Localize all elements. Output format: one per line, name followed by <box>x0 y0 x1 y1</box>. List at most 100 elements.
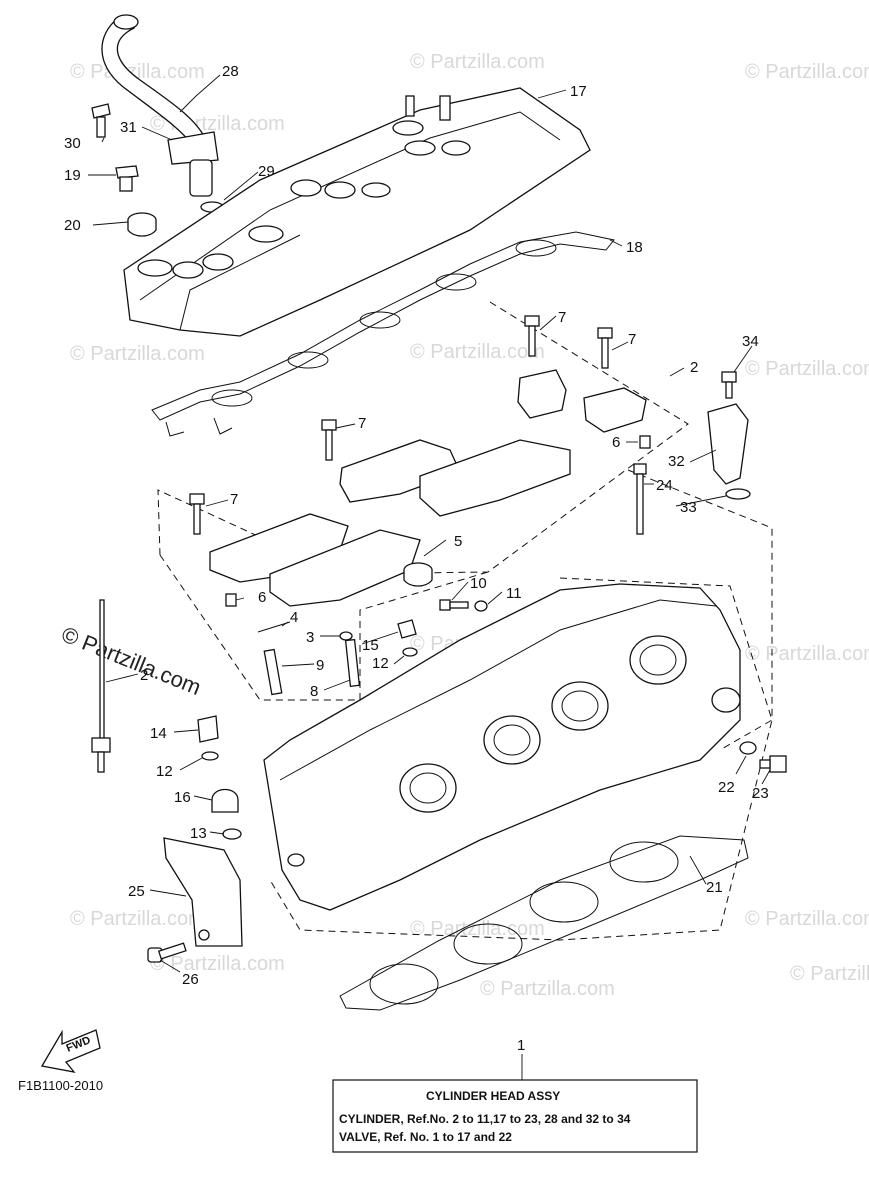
dowel-pin-6a <box>639 435 651 449</box>
rod-2 <box>91 599 111 773</box>
breather-hose <box>101 14 207 152</box>
watermark: © Partzilla.com <box>745 358 869 380</box>
bolt-19 <box>115 165 139 192</box>
callout-7: 7 <box>558 309 566 326</box>
callout-21: 21 <box>706 879 723 896</box>
callout-25: 25 <box>128 883 145 900</box>
sleeve-32 <box>707 403 749 485</box>
callout-10: 10 <box>470 575 487 592</box>
callout-7: 7 <box>358 415 366 432</box>
watermark: © Partzilla.com <box>790 963 869 985</box>
watermark-main: © Partzilla.com <box>58 621 205 700</box>
watermark: © Partzilla.com <box>150 953 285 975</box>
engine-hanger <box>163 837 243 947</box>
watermark: © Partzilla.com <box>410 51 545 73</box>
valve-group-outline <box>159 554 489 701</box>
watermark-main-text: Partzilla.com <box>79 630 205 700</box>
watermark: © Partzilla.com <box>70 61 205 83</box>
washer-11 <box>474 600 488 612</box>
clip-4 <box>257 621 291 633</box>
callout-5: 5 <box>454 533 462 550</box>
callout-6: 6 <box>258 589 266 606</box>
assembly-box-line-1: CYLINDER, Ref.No. 2 to 11,17 to 23, 28 a… <box>339 1112 631 1126</box>
bolt-30 <box>91 103 111 138</box>
assembly-info-box: 1 CYLINDER HEAD ASSY CYLINDER, Ref.No. 2… <box>332 1037 698 1153</box>
callout-20: 20 <box>64 217 81 234</box>
o-ring-33 <box>725 488 751 500</box>
nut-14 <box>197 715 219 743</box>
watermark: © Partzilla.com <box>70 908 205 930</box>
callout-29: 29 <box>258 163 275 180</box>
hose-joint <box>167 131 219 197</box>
cam-cap-group <box>209 369 647 607</box>
washer-12b <box>201 751 219 761</box>
watermark: © Partzilla.com <box>70 343 205 365</box>
cover-gasket <box>151 231 615 437</box>
cap-nut-16 <box>211 788 239 813</box>
plug-5 <box>403 562 433 587</box>
callout-7: 7 <box>230 491 238 508</box>
assembly-box-title: CYLINDER HEAD ASSY <box>426 1089 560 1103</box>
assembly-ref-number: 1 <box>517 1037 525 1054</box>
callout-26: 26 <box>182 971 199 988</box>
washer-12a <box>402 647 418 657</box>
callout-17: 17 <box>570 83 587 100</box>
callout-33: 33 <box>680 499 697 516</box>
callouts: 28 17 30 31 19 29 20 18 7 34 2 7 6 32 24… <box>64 63 769 988</box>
valve-guide-8 <box>344 638 361 688</box>
assembly-box-line-2: VALVE, Ref. No. 1 to 17 and 22 <box>339 1130 512 1144</box>
watermark: © Partzilla.com <box>745 908 869 930</box>
gasket-22 <box>739 741 757 755</box>
callout-13: 13 <box>190 825 207 842</box>
leader-lines <box>88 74 771 1080</box>
callout-2: 2 <box>690 359 698 376</box>
callout-30: 30 <box>64 135 81 152</box>
callout-22: 22 <box>718 779 735 796</box>
cylinder-head <box>263 583 741 911</box>
callout-15: 15 <box>362 637 379 654</box>
callout-31: 31 <box>120 119 137 136</box>
valve-guide-9 <box>263 648 283 696</box>
callout-3: 3 <box>306 629 314 646</box>
nut-15 <box>397 619 417 639</box>
callout-12: 12 <box>372 655 389 672</box>
dowel-pin-6b <box>225 593 237 607</box>
callout-7: 7 <box>628 331 636 348</box>
bolt-10 <box>439 599 469 611</box>
cam-cap-bolts <box>189 315 737 535</box>
cylinder-head-cover <box>123 87 591 337</box>
plug-23 <box>759 755 787 773</box>
watermark: © Partzilla.com <box>480 978 615 1000</box>
callout-34: 34 <box>742 333 759 350</box>
head-gasket <box>339 835 749 1011</box>
fwd-arrow: FWD <box>40 1029 101 1073</box>
callout-2: 2 <box>140 667 148 684</box>
watermark: © Partzilla.com <box>410 341 545 363</box>
grommet-20 <box>127 212 157 237</box>
watermark: © Partzilla.com <box>745 643 869 665</box>
callout-4: 4 <box>290 609 298 626</box>
head-group-outline <box>269 577 773 941</box>
right-group-outline <box>627 469 773 751</box>
o-ring-3 <box>339 631 353 641</box>
watermark: © Partzilla.com <box>410 918 545 940</box>
watermark: © Partzilla.com <box>745 61 869 83</box>
callout-12: 12 <box>156 763 173 780</box>
watermark-copyright-symbol: © <box>58 621 82 650</box>
callout-23: 23 <box>752 785 769 802</box>
callout-8: 8 <box>310 683 318 700</box>
callout-6: 6 <box>612 434 620 451</box>
callout-14: 14 <box>150 725 167 742</box>
bolt-26 <box>147 942 187 963</box>
callout-24: 24 <box>656 477 673 494</box>
callout-19: 19 <box>64 167 81 184</box>
diagram-code: F1B1100-2010 <box>18 1078 103 1093</box>
callout-18: 18 <box>626 239 643 256</box>
callout-16: 16 <box>174 789 191 806</box>
washer-13 <box>222 828 242 840</box>
callout-11: 11 <box>506 585 522 602</box>
callout-32: 32 <box>668 453 685 470</box>
callout-9: 9 <box>316 657 324 674</box>
callout-28: 28 <box>222 63 239 80</box>
